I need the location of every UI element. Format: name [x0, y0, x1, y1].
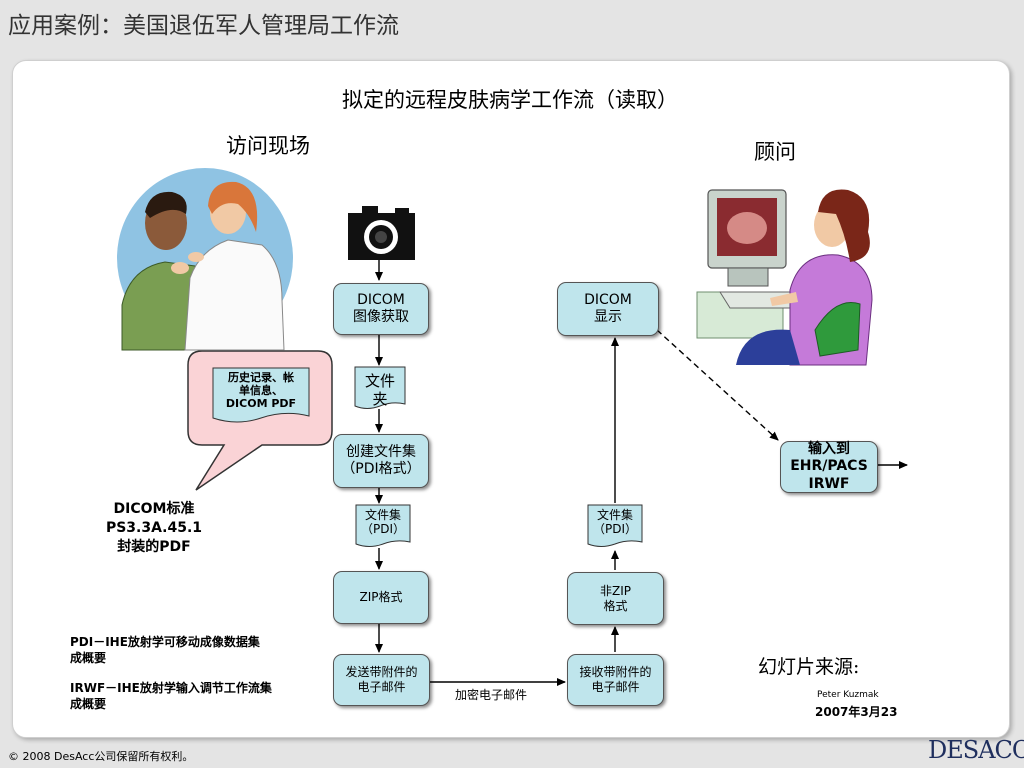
node-send-email-label: 发送带附件的 电子邮件	[345, 665, 418, 694]
doc-shape-callout	[212, 367, 310, 423]
encrypted-email-label: 加密电子邮件	[455, 688, 528, 702]
diagram-title: 拟定的远程皮肤病学工作流（读取）	[342, 88, 678, 112]
consultant-computer-illustration	[696, 189, 873, 366]
node-import: 输入到 EHR/PACS IRWF	[780, 441, 878, 493]
camera-icon	[348, 206, 415, 260]
doc-shape-fileset-left	[355, 504, 411, 547]
node-dicom-display-label: DICOM 显示	[584, 291, 632, 326]
node-create-fileset-label: 创建文件集 （PDI格式）	[341, 443, 421, 478]
source-date: 2007年3月23	[815, 705, 898, 719]
pdi-note: PDI－IHE放射学可移动成像数据集 成概要	[70, 635, 260, 666]
fileset-right-label: 文件集 （PDI）	[592, 508, 638, 537]
node-receive-email-label: 接收带附件的 电子邮件	[579, 665, 652, 694]
folder-label: 文件 夹	[364, 372, 395, 408]
doc-shape-folder	[354, 366, 406, 409]
dicom-standard-label: DICOM标准 PS3.3A.45.1 封装的PDF	[105, 501, 203, 555]
node-dicom-acquire-label: DICOM 图像获取	[353, 291, 409, 326]
consultant-heading: 顾问	[754, 140, 796, 164]
source-heading: 幻灯片来源:	[758, 656, 860, 678]
visit-site-heading: 访问现场	[226, 134, 310, 158]
node-unzip-label: 非ZIP 格式	[600, 583, 631, 613]
patient-doctor-illustration	[117, 168, 293, 351]
node-create-fileset: 创建文件集 （PDI格式）	[333, 434, 429, 488]
source-author: Peter Kuzmak	[817, 690, 879, 700]
footer-copyright: © 2008 DesAcc公司保留所有权利。	[8, 750, 194, 763]
node-dicom-display: DICOM 显示	[557, 282, 659, 336]
node-dicom-acquire: DICOM 图像获取	[333, 283, 429, 335]
doc-shape-fileset-right	[587, 504, 643, 547]
callout-doc-label: 历史记录、帐 单信息、 DICOM PDF	[225, 371, 297, 411]
fileset-left-label: 文件集 （PDI）	[360, 508, 406, 537]
node-import-label: 输入到 EHR/PACS IRWF	[790, 440, 868, 492]
slide-title: 应用案例：美国退伍军人管理局工作流	[8, 13, 399, 39]
node-unzip: 非ZIP 格式	[567, 572, 664, 625]
node-zip-label: ZIP格式	[359, 590, 403, 604]
node-zip: ZIP格式	[333, 571, 429, 624]
desacc-logo: DESACC	[928, 736, 1024, 764]
irwf-note: IRWF－IHE放射学输入调节工作流集 成概要	[70, 681, 272, 712]
node-receive-email: 接收带附件的 电子邮件	[567, 654, 664, 706]
node-send-email: 发送带附件的 电子邮件	[333, 654, 430, 706]
